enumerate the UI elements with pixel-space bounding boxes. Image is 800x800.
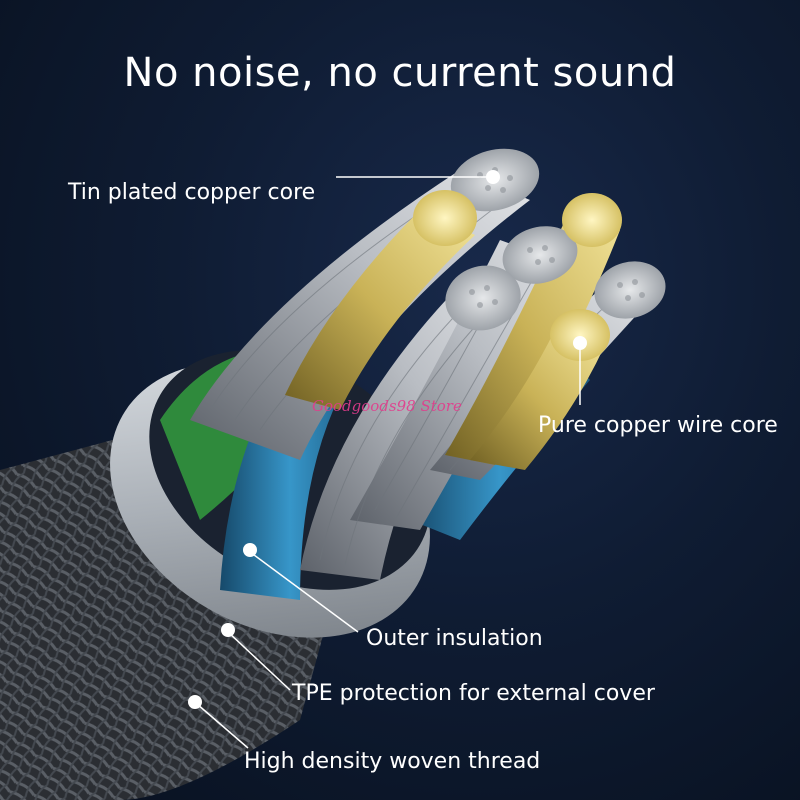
gold-core-faces: [413, 190, 622, 361]
callout-pointers: [188, 170, 587, 749]
label-outer-insulation: Outer insulation: [366, 626, 543, 651]
label-pure-copper-wire-core: Pure copper wire core: [538, 413, 778, 438]
label-tpe-protection: TPE protection for external cover: [292, 681, 655, 706]
label-woven-thread: High density woven thread: [244, 749, 541, 774]
label-tin-plated-copper-core: Tin plated copper core: [68, 180, 316, 205]
headline: No noise, no current sound: [123, 50, 677, 96]
store-watermark: Goodgoods98 Store: [312, 397, 462, 415]
gold-copper-cores: [285, 210, 620, 470]
